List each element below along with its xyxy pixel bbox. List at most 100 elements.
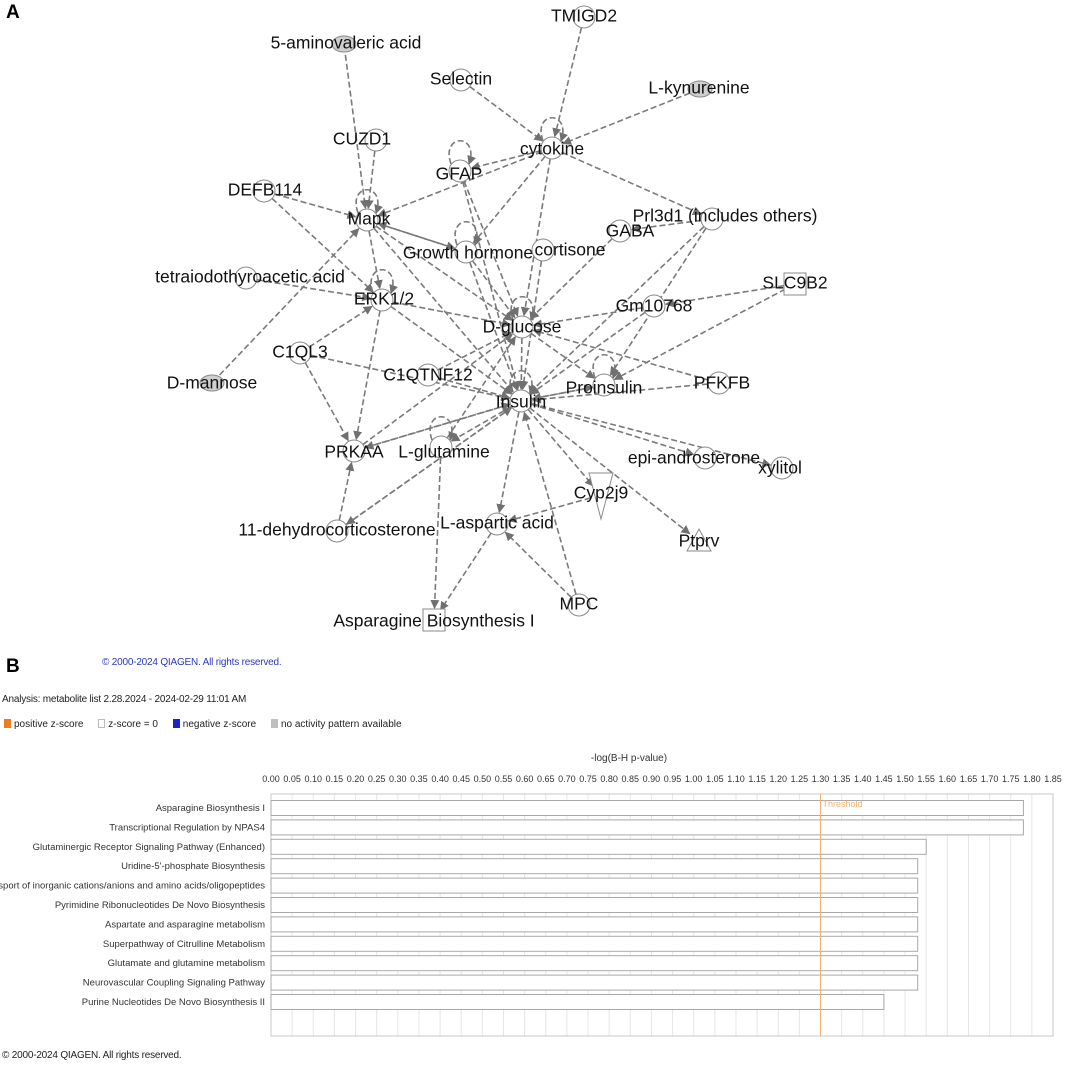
- copyright-notice-top: © 2000-2024 QIAGEN. All rights reserved.: [102, 657, 282, 668]
- node-defb114[interactable]: DEFB114: [228, 179, 303, 203]
- bar[interactable]: [270, 994, 885, 1010]
- node-shape: [355, 208, 379, 232]
- node-gh[interactable]: Growth hormone: [403, 240, 533, 264]
- node-aspartic[interactable]: L-aspartic acid: [440, 512, 554, 536]
- node-epiandro[interactable]: epi-androsterone: [628, 446, 760, 470]
- bar[interactable]: [270, 916, 919, 933]
- node-selectin[interactable]: Selectin: [430, 68, 492, 92]
- node-shape: [642, 294, 666, 318]
- category-label: Uridine-5'-phosphate Biosynthesis: [121, 861, 265, 872]
- x-tick-label: 1.30: [812, 774, 830, 784]
- bar[interactable]: [270, 800, 1024, 816]
- bar[interactable]: [270, 877, 919, 894]
- bar[interactable]: [270, 974, 919, 991]
- edge-gm10768-insulin: [529, 311, 646, 395]
- edge-dglucose-proinsulin: [530, 332, 596, 379]
- node-label: C1QTNF12: [383, 365, 472, 385]
- x-tick-label: 1.50: [896, 774, 914, 784]
- node-dglucose[interactable]: D-glucose: [483, 315, 562, 339]
- edge-insulin-proinsulin: [531, 384, 594, 400]
- node-label: Prl3d1 (includes others): [633, 206, 818, 226]
- node-shape: [429, 435, 453, 459]
- category-label: Glutaminergic Receptor Signaling Pathway…: [33, 842, 265, 853]
- edge-cuzd1-mapk: [364, 150, 376, 210]
- node-ptprv[interactable]: Ptprv: [679, 527, 720, 552]
- edge-prl3d1-insulin: [528, 226, 705, 394]
- node-erk[interactable]: ERK1/2: [354, 288, 414, 312]
- edge-cytokine-mapk: [377, 151, 542, 217]
- legend-swatch: [98, 719, 106, 728]
- edge-cytokine-gh: [472, 155, 546, 244]
- self-loop-gfap: [448, 140, 476, 165]
- bar[interactable]: [270, 955, 919, 972]
- self-loop-insulin: [509, 370, 537, 395]
- node-proinsulin[interactable]: Proinsulin: [566, 373, 643, 398]
- node-cyp2j9[interactable]: Cyp2j9: [574, 472, 628, 521]
- bar[interactable]: [270, 819, 1024, 836]
- node-shape: [370, 288, 394, 312]
- node-prl3d1[interactable]: Prl3d1 (includes others): [633, 206, 818, 231]
- category-label: Glutamate and glutamine metabolism: [108, 958, 265, 969]
- node-label: xylitol: [758, 458, 802, 478]
- node-insulin[interactable]: Insulin: [496, 389, 547, 413]
- category-label: Asparagine Biosynthesis I: [156, 803, 265, 814]
- x-tick-label: 0.20: [347, 774, 365, 784]
- node-pfkfb[interactable]: PFKFB: [694, 371, 750, 395]
- analysis-line: Analysis: metabolite list 2.28.2024 - 20…: [2, 694, 247, 705]
- node-cortisone[interactable]: cortisone: [531, 238, 606, 262]
- node-gaba[interactable]: GABA: [606, 219, 655, 243]
- node-dmannose[interactable]: D-mannose: [167, 373, 257, 393]
- node-shape: [770, 456, 794, 480]
- node-label: MPC: [560, 594, 599, 614]
- node-gfap[interactable]: GFAP: [436, 159, 483, 184]
- edge-prl3d1-proinsulin: [609, 227, 707, 376]
- legend-item-negative: negative z-score: [172, 719, 256, 730]
- edge-mapk-dglucose: [375, 225, 513, 321]
- edge-mpc-insulin: [522, 411, 577, 595]
- node-label: DEFB114: [228, 180, 303, 200]
- node-cuzd1[interactable]: CUZD1: [333, 128, 391, 152]
- self-loop-proinsulin: [592, 354, 620, 379]
- bar[interactable]: [270, 897, 919, 913]
- node-c1qtnf12[interactable]: C1QTNF12: [383, 363, 473, 387]
- bar[interactable]: [270, 935, 919, 952]
- node-label: D-mannose: [167, 373, 257, 393]
- node-tmigd2[interactable]: TMIGD2: [551, 5, 617, 29]
- edge-insulin-epiandro: [531, 403, 695, 457]
- node-slc9b2[interactable]: SLC9B2: [762, 272, 828, 296]
- edge-c1ql3-erk: [308, 305, 373, 348]
- legend-label: positive z-score: [14, 719, 84, 730]
- edge-tetraiodo-erk: [256, 279, 372, 302]
- bar[interactable]: [270, 838, 927, 855]
- x-tick-label: 0.35: [410, 774, 428, 784]
- node-label: GFAP: [436, 164, 483, 184]
- node-kynurenine[interactable]: L-kynurenine: [648, 78, 749, 98]
- node-asparagine[interactable]: Asparagine Biosynthesis I: [333, 608, 535, 632]
- bar[interactable]: [270, 858, 919, 875]
- node-c1ql3[interactable]: C1QL3: [272, 341, 328, 365]
- x-tick-label: 1.05: [706, 774, 724, 784]
- node-gm10768[interactable]: Gm10768: [616, 294, 693, 318]
- node-label: CUZD1: [333, 129, 391, 149]
- node-aminovaleric[interactable]: 5-aminovaleric acid: [271, 33, 422, 53]
- edge-pfkfb-dglucose: [532, 328, 709, 381]
- node-shape: [234, 266, 258, 290]
- node-prkaa[interactable]: PRKAA: [324, 439, 384, 463]
- node-tetraiodo[interactable]: tetraiodothyroacetic acid: [155, 266, 345, 290]
- node-glutamine[interactable]: L-glutamine: [398, 435, 490, 462]
- node-cytokine[interactable]: cytokine: [520, 136, 584, 160]
- node-label: Mapk: [348, 209, 391, 229]
- x-tick-label: 0.15: [326, 774, 344, 784]
- node-shape: [687, 80, 713, 98]
- node-shape: [422, 608, 446, 632]
- node-mapk[interactable]: Mapk: [348, 208, 391, 232]
- node-dehydro[interactable]: 11-dehydrocorticosterone: [238, 519, 436, 543]
- legend-swatch: [4, 719, 11, 728]
- edge-insulin-glutamine: [450, 405, 512, 442]
- x-tick-label: 0.50: [474, 774, 492, 784]
- node-mpc[interactable]: MPC: [560, 593, 599, 617]
- node-xylitol[interactable]: xylitol: [758, 456, 802, 480]
- node-label: tetraiodothyroacetic acid: [155, 267, 345, 287]
- node-label: GABA: [606, 221, 655, 241]
- edge-gfap-dglucose: [463, 180, 519, 317]
